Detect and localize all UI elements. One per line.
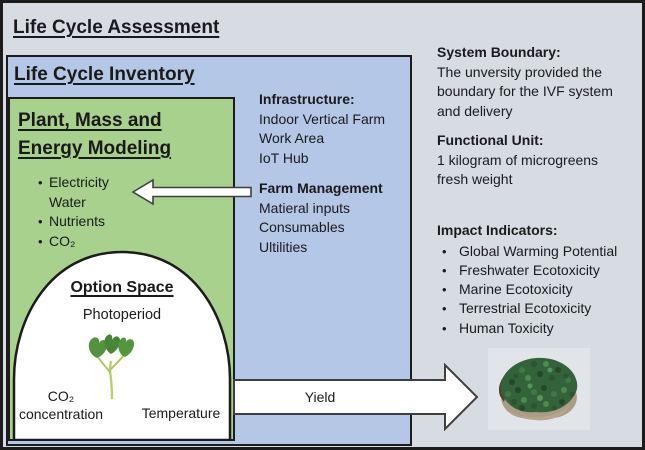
modeling-inputs-list: Electricity Water Nutrients CO₂	[34, 173, 194, 251]
functional-unit-heading: Functional Unit:	[437, 132, 544, 148]
seedling-icon	[88, 334, 135, 399]
inputs-arrow-icon	[131, 178, 252, 206]
list-item: CO₂	[34, 232, 194, 252]
impact-indicators-list: Global Warming Potential Freshwater Ecot…	[437, 242, 637, 339]
list-item: Freshwater Ecotoxicity	[437, 261, 637, 281]
option-space-title: Option Space	[70, 279, 174, 296]
functional-unit-body: 1 kilogram of microgreens fresh weight	[437, 151, 599, 188]
list-item: Marine Ecotoxicity	[437, 280, 637, 300]
farm-management-heading: Farm Management	[259, 180, 383, 196]
lci-title: Life Cycle Inventory	[14, 64, 195, 85]
infrastructure-item: Work Area	[259, 130, 325, 146]
lca-title: Life Cycle Assessment	[13, 17, 220, 38]
impact-indicators-block: Impact Indicators: Global Warming Potent…	[437, 221, 637, 338]
impact-indicators-heading: Impact Indicators:	[437, 222, 558, 238]
infrastructure-block: Infrastructure: Indoor Vertical Farm Wor…	[259, 90, 409, 168]
list-item: Nutrients	[34, 212, 194, 232]
modeling-title-line1: Plant, Mass and	[18, 110, 162, 131]
list-item: Global Warming Potential	[437, 242, 637, 262]
input-water: Water	[49, 193, 86, 210]
system-boundary-block: System Boundary: The unversity provided …	[437, 43, 627, 121]
system-boundary-body: The unversity provided the boundary for …	[437, 63, 613, 119]
modeling-title: Plant, Mass and Energy Modeling	[18, 107, 171, 163]
list-item: Terrestrial Ecotoxicity	[437, 299, 637, 319]
farm-management-item: Ultilities	[259, 238, 308, 255]
co2-label-line1: CO₂	[47, 388, 75, 404]
infrastructure-heading: Infrastructure:	[259, 91, 355, 107]
farm-management-item: Matieral inputs	[259, 199, 351, 216]
input-electricity: Electricity	[49, 174, 109, 190]
farm-management-item: Consumables	[259, 219, 345, 235]
modeling-title-line2: Energy Modeling	[18, 138, 172, 159]
system-boundary-heading: System Boundary:	[437, 44, 561, 60]
list-item: Electricity Water	[34, 173, 194, 212]
infrastructure-item: IoT Hub	[259, 149, 309, 166]
yield-arrow-icon	[233, 363, 479, 431]
yield-label: Yield	[304, 389, 336, 405]
list-item: Human Toxicity	[437, 319, 637, 339]
input-nutrients: Nutrients	[49, 213, 106, 229]
temperature-label: Temperature	[141, 405, 221, 421]
input-co2: CO₂	[49, 232, 76, 249]
co2-concentration-label: CO₂ concentration	[10, 387, 112, 423]
co2-label-line2: concentration	[18, 406, 104, 422]
farm-management-block: Farm Management Matieral inputs Consumab…	[259, 179, 409, 257]
infrastructure-item: Indoor Vertical Farm	[259, 110, 386, 127]
photoperiod-label: Photoperiod	[82, 307, 162, 323]
functional-unit-block: Functional Unit: 1 kilogram of microgree…	[437, 131, 622, 190]
microgreens-image	[488, 348, 590, 430]
